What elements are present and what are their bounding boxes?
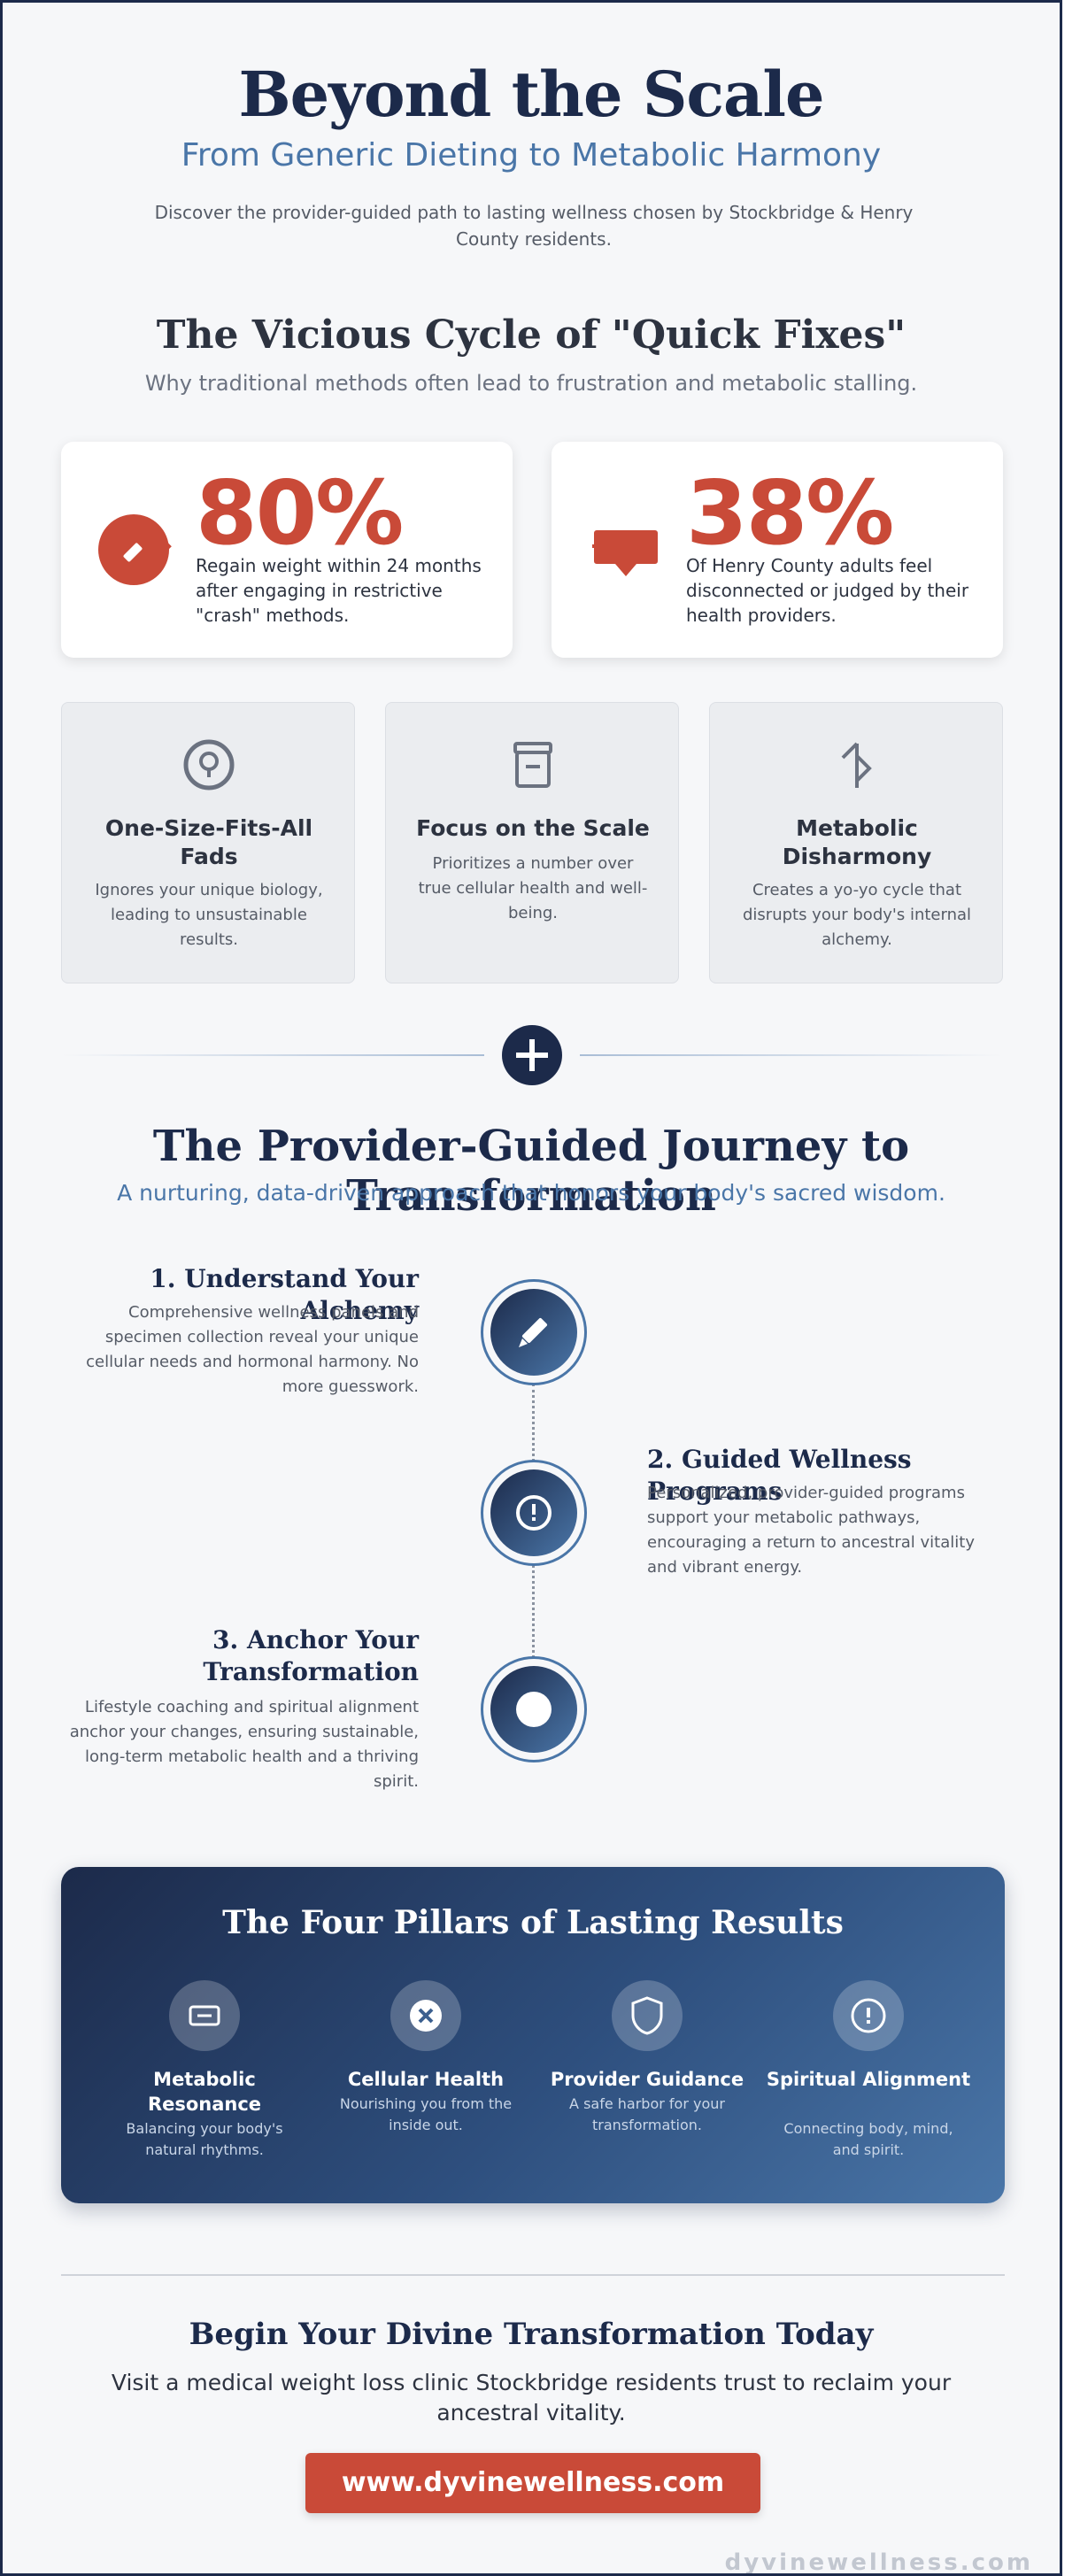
plus-divider: [502, 1025, 562, 1085]
anchor-icon: [516, 1692, 552, 1727]
stat-card-regain: 80% Regain weight within 24 months after…: [61, 442, 513, 658]
problem-card-scale: Focus on the Scale Prioritizes a number …: [385, 702, 679, 983]
split-arrow-icon: [841, 742, 872, 788]
pillars-title: The Four Pillars of Lasting Results: [222, 1904, 844, 1941]
pillars-panel: The Four Pillars of Lasting Results Meta…: [61, 1867, 1005, 2203]
problem-card-disharmony: Metabolic Disharmony Creates a yo-yo cyc…: [709, 702, 1003, 983]
message-icon: [592, 530, 658, 576]
target-icon: [183, 739, 235, 791]
scale-icon: [98, 514, 172, 585]
step-text: Lifestyle coaching and spiritual alignme…: [69, 1698, 419, 1791]
timeline-node-3: [481, 1656, 587, 1762]
pillar-title: Spiritual Alignment: [766, 2069, 971, 2090]
alert-icon: [516, 1495, 552, 1531]
pillar-text: Balancing your body's natural rhythms.: [126, 2120, 283, 2158]
pillar-text: A safe harbor for your transformation.: [569, 2095, 725, 2133]
step-title: 3. Anchor Your Transformation: [203, 1625, 419, 1686]
divider-line-left: [61, 1054, 484, 1056]
scale-box-icon: [513, 742, 552, 788]
journey-subtitle: A nurturing, data-driven approach that h…: [117, 1180, 945, 1206]
cell-icon: [410, 2000, 442, 2032]
journey-title: The Provider-Guided Journey to Transform…: [152, 1122, 910, 1221]
watermark: dyvinewellness.com: [724, 2549, 1033, 2576]
problem-text: Ignores your unique biology, leading to …: [95, 881, 323, 949]
pillar-title: Provider Guidance: [550, 2069, 744, 2090]
problem-card-fads: One-Size-Fits-All Fads Ignores your uniq…: [61, 702, 355, 983]
page-subtitle: From Generic Dieting to Metabolic Harmon…: [181, 137, 882, 174]
stat-description: Of Henry County adults feel disconnected…: [686, 555, 969, 626]
page-title: Beyond the Scale: [238, 58, 824, 131]
problem-title: One-Size-Fits-All Fads: [104, 815, 313, 869]
balance-icon: [189, 2005, 220, 2026]
plus-icon: [516, 1039, 548, 1071]
pillar-title: Cellular Health: [347, 2069, 505, 2090]
pillar-title: Metabolic Resonance: [147, 2069, 262, 2115]
spirit-icon: [851, 1998, 886, 2033]
problem-text: Creates a yo-yo cycle that disrupts your…: [742, 881, 972, 949]
intro-text: Discover the provider-guided path to las…: [154, 202, 914, 250]
step-text: Personalized, provider-guided programs s…: [647, 1484, 975, 1577]
stat-value: 38%: [686, 461, 894, 565]
problem-title: Metabolic Disharmony: [782, 815, 932, 869]
stat-value: 80%: [196, 461, 404, 565]
vicious-cycle-title: The Vicious Cycle of "Quick Fixes": [156, 312, 906, 358]
step-title: 2. Guided Wellness Programs: [647, 1445, 912, 1506]
cta-text: Visit a medical weight loss clinic Stock…: [111, 2370, 952, 2426]
timeline-node-1: [481, 1279, 587, 1385]
stat-description: Regain weight within 24 months after eng…: [196, 555, 482, 626]
cta-divider: [61, 2274, 1005, 2276]
step-text: Comprehensive wellness panels and specim…: [86, 1303, 419, 1396]
pillar-text: Nourishing you from the inside out.: [339, 2095, 513, 2133]
problem-title: Focus on the Scale: [416, 815, 650, 841]
step-title: 1. Understand Your Alchemy: [150, 1264, 419, 1325]
vicious-cycle-subtitle: Why traditional methods often lead to fr…: [144, 371, 918, 396]
pencil-icon: [519, 1317, 548, 1347]
timeline-node-2: [481, 1460, 587, 1566]
problem-text: Prioritizes a number over true cellular …: [418, 854, 648, 922]
shield-icon: [631, 1996, 663, 2035]
website-button[interactable]: www.dyvinewellness.com: [305, 2453, 760, 2513]
divider-line-right: [580, 1054, 1003, 1056]
stat-card-disconnected: 38% Of Henry County adults feel disconne…: [552, 442, 1003, 658]
cta-title: Begin Your Divine Transformation Today: [189, 2317, 874, 2352]
pillar-text: Connecting body, mind, and spirit.: [783, 2120, 953, 2158]
